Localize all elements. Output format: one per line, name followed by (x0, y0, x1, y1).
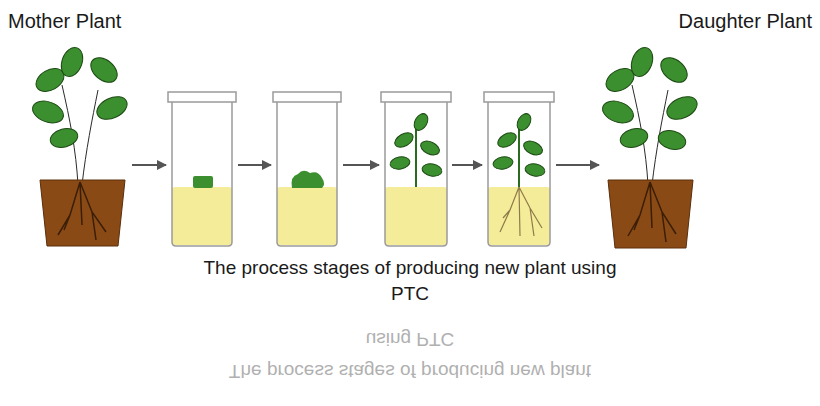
culture-tube-callus (273, 92, 341, 246)
plant-label: Mother Plant (8, 10, 121, 33)
caption-reflection: The process stages of producing new plan… (190, 360, 630, 382)
culture-tube-explant (168, 92, 236, 246)
culture-tube-shoot (381, 92, 451, 246)
daughter-plant (600, 44, 701, 248)
plant-label: Daughter Plant (679, 10, 812, 33)
caption-reflection: using PTC (210, 328, 610, 350)
figure-caption: The process stages of producing new plan… (200, 255, 620, 306)
mother-plant (30, 44, 131, 246)
culture-tube-rooted (484, 92, 554, 246)
